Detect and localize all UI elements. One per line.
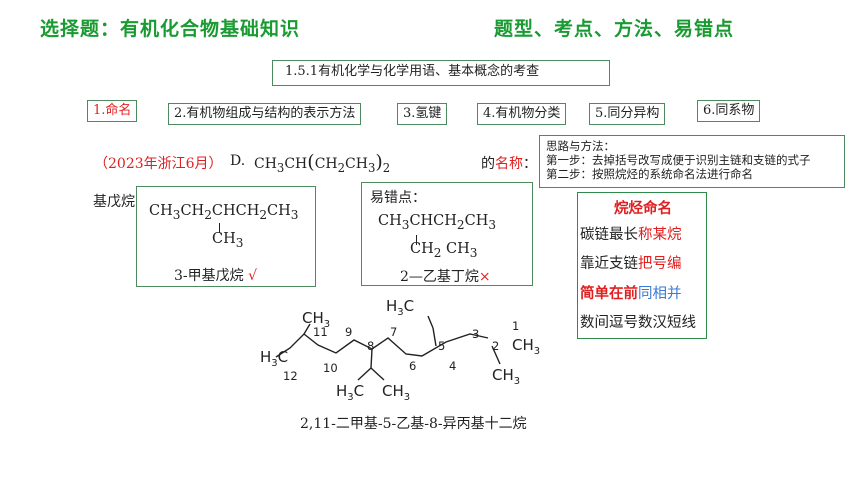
tag-structure[interactable]: 2.有机物组成与结构的表示方法: [168, 103, 362, 125]
tag-homolog[interactable]: 6.同系物: [697, 100, 761, 122]
tag-hydrogen-bond[interactable]: 3.氢键: [397, 103, 448, 125]
num-9: 9: [345, 325, 352, 339]
left-main-chain: CH3CH2CHCH2CH3: [149, 203, 299, 222]
left-answer: 3-甲基戊烷 √: [174, 268, 258, 284]
section-title-box: 1.5.1有机化学与化学用语、基本概念的考查: [272, 60, 610, 86]
method-step1: 第一步：去掉括号改写成便于识别主链和支链的式子: [546, 153, 811, 167]
label-ch3-right: CH3: [512, 336, 540, 357]
rule-line-1: 碳链最长称某烷: [580, 227, 682, 243]
right-panel-label: 易错点：: [370, 190, 426, 206]
right-answer: 2—乙基丁烷×: [400, 269, 491, 285]
header-left: 选择题：有机化合物基础知识: [40, 18, 301, 40]
num-5: 5: [438, 339, 445, 353]
num-4: 4: [449, 359, 456, 373]
question-formula: CH3CH(CH2CH3)2: [254, 151, 391, 175]
num-7: 7: [390, 325, 397, 339]
num-1: 1: [512, 319, 519, 333]
rules-title: 烷烃命名: [614, 201, 672, 217]
method-title: 思路与方法：: [546, 139, 615, 153]
num-8: 8: [367, 339, 374, 353]
tag-isomer[interactable]: 5.同分异构: [589, 103, 666, 125]
tag-classification[interactable]: 4.有机物分类: [477, 103, 567, 125]
num-6: 6: [409, 359, 416, 373]
skeletal-bonds: [275, 315, 501, 381]
label-ch3-bottom-right: CH3: [492, 366, 520, 387]
right-panel: 易错点： CH3CHCH2CH3 CH2 CH3 2—乙基丁烷×: [361, 182, 533, 286]
method-box: 思路与方法： 第一步：去掉括号改写成便于识别主链和支链的式子 第二步：按照烷烃的…: [539, 135, 845, 188]
skeletal-structure: H3C CH3 H3C CH3 CH3 H3C CH3 1 2 3 4 5 6 …: [260, 297, 540, 403]
method-step2: 第二步：按照烷烃的系统命名法进行命名: [546, 167, 753, 181]
right-branch: CH2 CH3: [410, 241, 478, 260]
left-branch: CH3: [212, 231, 244, 250]
label-h3c-bottom: H3C: [336, 382, 364, 403]
label-h3c-top: H3C: [386, 297, 414, 318]
right-main-chain: CH3CHCH2CH3: [378, 213, 497, 232]
num-12: 12: [283, 369, 298, 383]
rule-line-2: 靠近支链把号编: [580, 256, 682, 272]
label-ch3-top: CH3: [302, 309, 330, 330]
label-ch3-bottom: CH3: [382, 382, 410, 403]
question-option: D.: [230, 153, 246, 169]
question-source: （2023年浙江6月）: [94, 156, 223, 172]
num-3: 3: [472, 327, 479, 341]
tag-naming[interactable]: 1.命名: [87, 100, 138, 122]
num-2: 2: [492, 339, 499, 353]
rule-line-3: 简单在前同相并: [580, 285, 682, 302]
rules-box: 烷烃命名 碳链最长称某烷 靠近支链把号编 简单在前同相并 数间逗号数汉短线: [577, 192, 707, 339]
num-10: 10: [323, 361, 338, 375]
rule-line-4: 数间逗号数汉短线: [580, 315, 696, 331]
section-title: 1.5.1有机化学与化学用语、基本概念的考查: [285, 64, 540, 79]
header-right: 题型、考点、方法、易错点: [494, 18, 735, 40]
left-panel: CH3CH2CHCH2CH3 CH3 3-甲基戊烷 √: [136, 186, 316, 287]
question-suffix: 的名称：: [481, 156, 537, 172]
skeletal-caption: 2,11-二甲基-5-乙基-8-异丙基十二烷: [300, 416, 527, 432]
num-11: 11: [313, 325, 328, 339]
label-h3c-left: H3C: [260, 348, 288, 369]
